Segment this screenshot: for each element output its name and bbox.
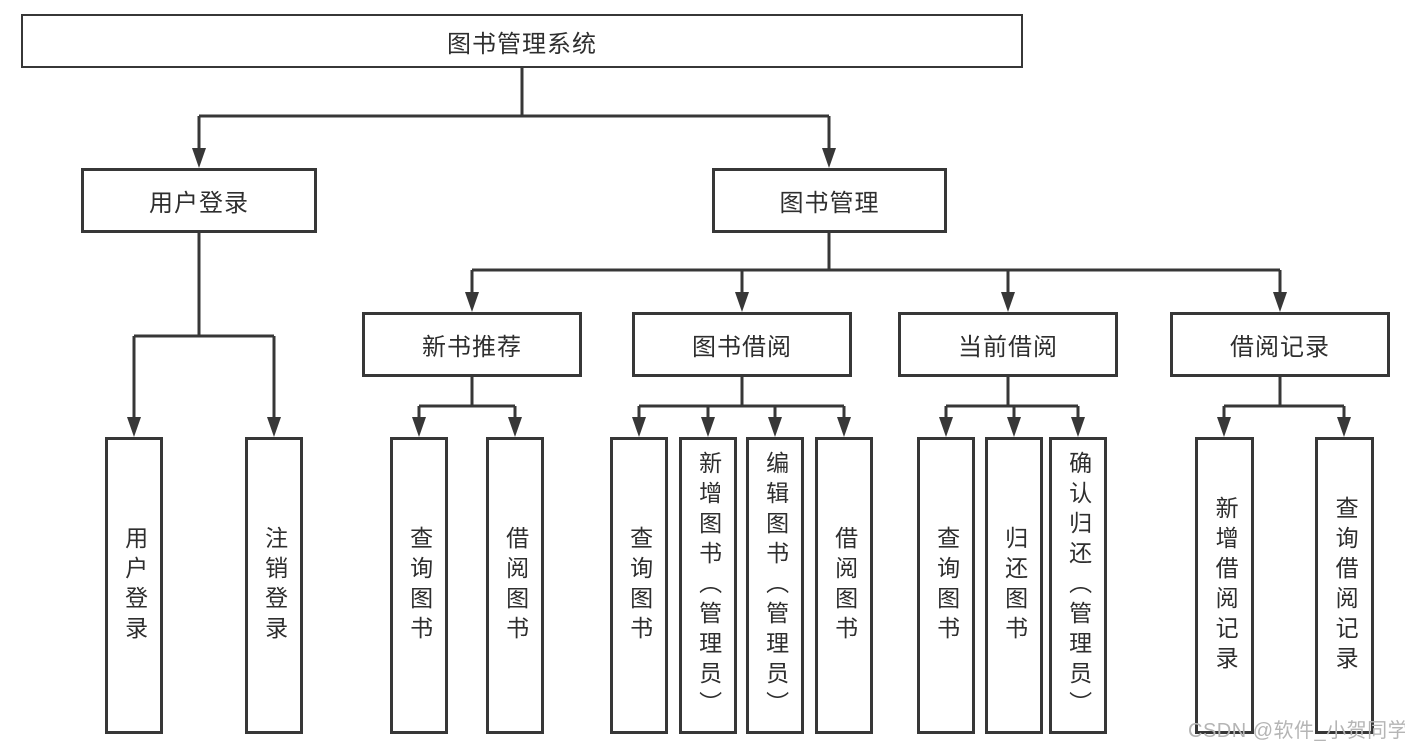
node-book-management: 图书管理 xyxy=(712,168,947,233)
leaf-add-borrow-record: 新增借阅记录 xyxy=(1195,437,1254,734)
node-book-borrowing: 图书借阅 xyxy=(632,312,852,377)
leaf-confirm-return-admin: 确认归还（管理员） xyxy=(1049,437,1107,734)
connector-root-to-level2 xyxy=(197,68,831,150)
csdn-watermark: CSDN @软件_小贺同学 xyxy=(1188,720,1405,742)
leaf-query-books-borrow: 查询图书 xyxy=(610,437,668,734)
leaf-query-borrow-record: 查询借阅记录 xyxy=(1315,437,1374,734)
leaf-borrow-books-borrow: 借阅图书 xyxy=(815,437,873,734)
leaf-return-books: 归还图书 xyxy=(985,437,1043,734)
node-user-login: 用户登录 xyxy=(81,168,317,233)
connector-mgmt-to-level3 xyxy=(470,233,1282,294)
connector-records-to-leaves xyxy=(1222,377,1346,419)
leaf-borrow-books-newbook: 借阅图书 xyxy=(486,437,544,734)
leaf-query-books-current: 查询图书 xyxy=(917,437,975,734)
node-borrowing-records: 借阅记录 xyxy=(1170,312,1390,377)
leaf-query-books-newbook: 查询图书 xyxy=(390,437,448,734)
connector-borrow-to-leaves xyxy=(637,377,846,419)
arrowheads xyxy=(127,148,1351,437)
leaf-user-login: 用户登录 xyxy=(105,437,163,734)
node-new-book-recommendation: 新书推荐 xyxy=(362,312,582,377)
node-current-borrowing: 当前借阅 xyxy=(898,312,1118,377)
leaf-logout: 注销登录 xyxy=(245,437,303,734)
connector-login-to-leaves xyxy=(132,233,276,419)
connector-newbook-to-leaves xyxy=(417,377,517,419)
leaf-edit-book-admin: 编辑图书（管理员） xyxy=(746,437,804,734)
leaf-add-book-admin: 新增图书（管理员） xyxy=(679,437,737,734)
root-node-library-system: 图书管理系统 xyxy=(21,14,1023,68)
connector-current-to-leaves xyxy=(944,377,1080,419)
